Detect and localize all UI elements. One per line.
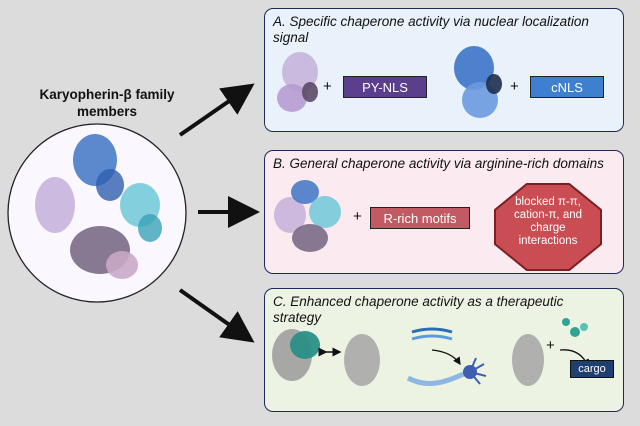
arrow-icon (178, 83, 255, 137)
protein-structure-icon (344, 334, 380, 386)
neuron-icon (406, 357, 487, 387)
cargo-pill: cargo (570, 360, 614, 378)
plus-sign: + (510, 78, 519, 95)
family-title: Karyopherin-β family members (39, 87, 175, 119)
molecule-icon (562, 318, 588, 337)
plus-sign: + (353, 208, 362, 225)
protein-structure-icon (274, 180, 341, 252)
rna-strand-icon (411, 327, 453, 341)
py-nls-pill: PY-NLS (343, 76, 427, 98)
arrow-icon (178, 288, 255, 343)
plus-sign: + (323, 78, 332, 95)
protein-structure-icon (272, 329, 320, 381)
panel-c-title: C. Enhanced chaperone activity as a ther… (273, 294, 564, 325)
panel-b-title: B. General chaperone activity via argini… (273, 156, 604, 171)
r-rich-pill: R-rich motifs (370, 207, 470, 229)
protein-cluster-icon (35, 134, 162, 279)
protein-structure-icon (277, 52, 318, 112)
panel-a-title: A. Specific chaperone activity via nucle… (273, 14, 589, 45)
panel-a: A. Specific chaperone activity via nucle… (264, 8, 624, 132)
protein-structure-icon (512, 334, 544, 386)
cnls-pill: cNLS (530, 76, 604, 98)
stop-sign-icon (496, 185, 600, 269)
plus-sign: + (546, 337, 555, 354)
protein-structure-icon (454, 46, 502, 118)
stop-sign-text: blocked π-π, cation-π, and charge intera… (513, 196, 583, 247)
